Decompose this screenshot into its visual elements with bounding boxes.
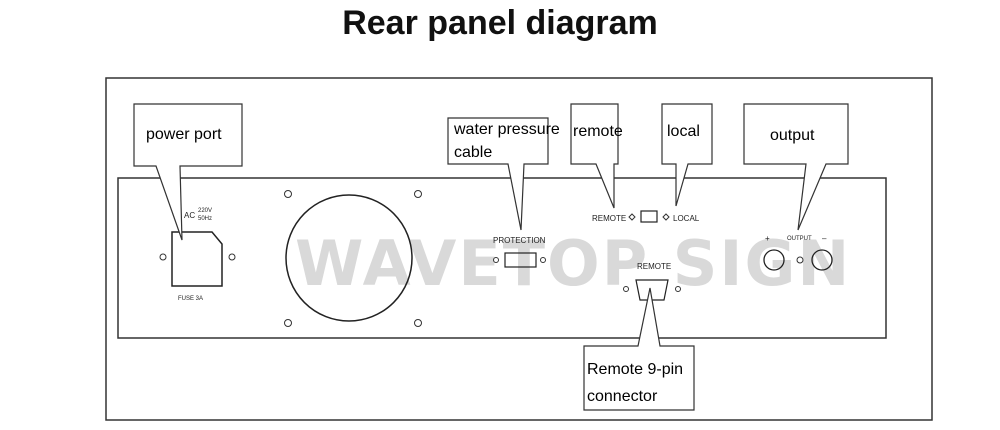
fan-screw-br (414, 319, 422, 327)
callout-remote-text: remote (573, 123, 623, 140)
protection-screw-left (493, 257, 499, 263)
power-screw-right (228, 253, 236, 261)
callout-remote: remote (570, 103, 623, 209)
output-plus-label: + (765, 234, 770, 243)
power-socket-group: AC 220V 50Hz FUSE 3A (159, 208, 236, 302)
power-screw-left (159, 253, 167, 261)
fan-screw-bl (284, 319, 292, 327)
output-center-dot (796, 256, 804, 264)
output-group: + OUTPUT – (763, 234, 833, 271)
fuse-label: FUSE 3A (178, 296, 203, 302)
callout-local: local (661, 103, 713, 207)
callout-output: output (743, 103, 849, 231)
callout-water-pressure-line2: cable (454, 144, 492, 161)
remote-local-group: REMOTE LOCAL (592, 210, 700, 223)
fan-screw-tr (414, 190, 422, 198)
remote-9pin-connector (635, 279, 669, 301)
page-title: Rear panel diagram (342, 4, 658, 42)
output-terminal-minus (811, 249, 833, 271)
remote-connector-screw-left (623, 286, 629, 292)
remote-connector-label: REMOTE (637, 262, 671, 271)
callout-power-port: power port (133, 103, 243, 241)
output-minus-label: – (822, 234, 827, 243)
fan-screw-tl (284, 190, 292, 198)
protection-screw-right (540, 257, 546, 263)
local-indicator (662, 213, 670, 221)
remote-connector-group: REMOTE (623, 262, 681, 301)
protection-group: PROTECTION (493, 236, 546, 268)
output-terminal-plus (763, 249, 785, 271)
remote-local-switch (640, 210, 658, 223)
ac-frequency-label: 50Hz (198, 216, 212, 222)
callout-water-pressure: water pressure cable (447, 117, 560, 231)
output-label: OUTPUT (787, 236, 812, 242)
callout-output-text: output (770, 127, 815, 144)
fan-group (284, 190, 422, 327)
power-socket (171, 231, 223, 287)
ac-voltage-label: 220V (198, 208, 212, 214)
callout-power-port-text: power port (146, 126, 222, 143)
ac-label: AC (184, 211, 195, 220)
remote-switch-label: REMOTE (592, 214, 626, 223)
callout-local-text: local (667, 123, 700, 140)
watermark-text: WAVETOP SIGN (295, 227, 851, 300)
protection-connector (504, 252, 537, 268)
callout-remote-9pin: Remote 9-pin connector (583, 287, 695, 411)
callout-remote-9pin-line1: Remote 9-pin (587, 361, 683, 378)
remote-connector-screw-right (675, 286, 681, 292)
local-switch-label: LOCAL (673, 214, 700, 223)
protection-label: PROTECTION (493, 236, 546, 245)
callout-remote-9pin-line2: connector (587, 388, 658, 405)
remote-indicator (628, 213, 636, 221)
callout-water-pressure-line1: water pressure (453, 121, 560, 138)
fan-circle (285, 194, 413, 322)
device-panel (117, 177, 887, 339)
outer-frame (105, 77, 933, 421)
